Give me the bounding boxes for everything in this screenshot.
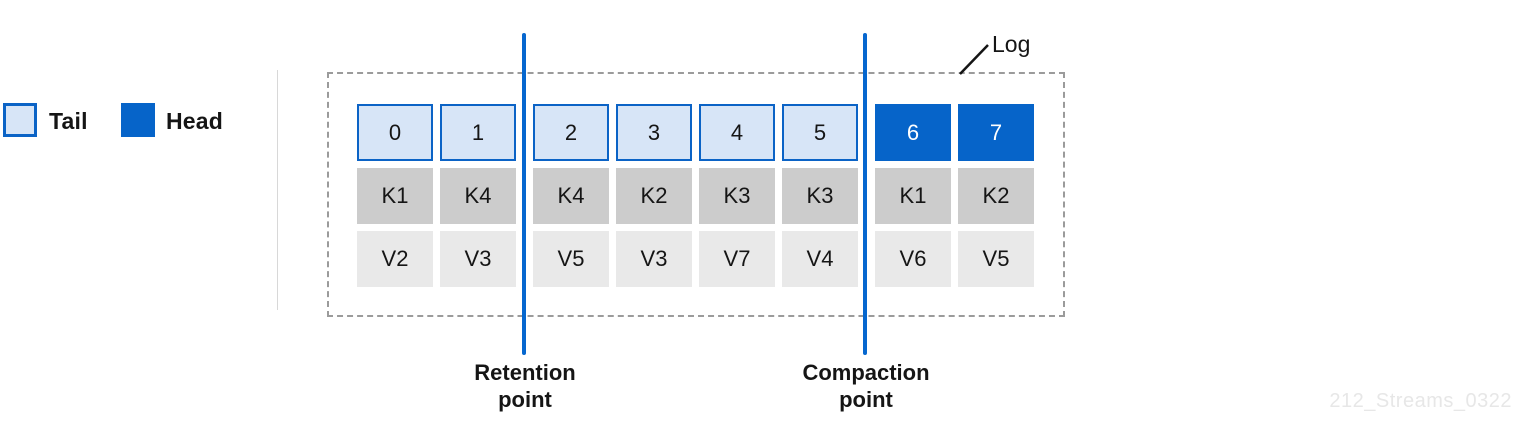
watermark-text: 212_Streams_0322 (1329, 390, 1512, 412)
log-record-column-0: 0 K1 V2 (357, 104, 433, 287)
key-cell: K2 (958, 168, 1034, 224)
legend-divider-line (277, 70, 278, 310)
offset-cell: 7 (958, 104, 1034, 161)
log-record-column-2: 2 K4 V5 (533, 104, 609, 287)
value-cell: V5 (958, 231, 1034, 287)
value-cell: V3 (616, 231, 692, 287)
tail-legend-label: Tail (49, 108, 88, 134)
key-cell: K3 (782, 168, 858, 224)
value-cell: V7 (699, 231, 775, 287)
value-cell: V6 (875, 231, 951, 287)
log-record-column-7: 7 K2 V5 (958, 104, 1034, 287)
log-record-column-4: 4 K3 V7 (699, 104, 775, 287)
offset-cell: 0 (357, 104, 433, 161)
offset-cell: 4 (699, 104, 775, 161)
retention-point-label: Retention point (474, 360, 576, 412)
offset-cell: 1 (440, 104, 516, 161)
value-cell: V5 (533, 231, 609, 287)
log-record-column-6: 6 K1 V6 (875, 104, 951, 287)
head-legend-label: Head (166, 108, 224, 134)
compaction-point-label: Compaction point (802, 360, 930, 412)
key-cell: K3 (699, 168, 775, 224)
value-cell: V2 (357, 231, 433, 287)
offset-cell: 6 (875, 104, 951, 161)
head-legend-swatch (121, 103, 155, 137)
key-cell: K1 (875, 168, 951, 224)
compaction-point-line (863, 33, 867, 355)
key-cell: K4 (533, 168, 609, 224)
log-record-column-5: 5 K3 V4 (782, 104, 858, 287)
log-record-column-3: 3 K2 V3 (616, 104, 692, 287)
log-boundary-box (327, 72, 1065, 317)
log-record-column-1: 1 K4 V3 (440, 104, 516, 287)
key-cell: K4 (440, 168, 516, 224)
offset-cell: 2 (533, 104, 609, 161)
offset-cell: 3 (616, 104, 692, 161)
key-cell: K2 (616, 168, 692, 224)
tail-legend-swatch (3, 103, 37, 137)
value-cell: V4 (782, 231, 858, 287)
key-cell: K1 (357, 168, 433, 224)
retention-point-line (522, 33, 526, 355)
offset-cell: 5 (782, 104, 858, 161)
log-label: Log (992, 31, 1031, 57)
log-callout-line (959, 44, 989, 75)
value-cell: V3 (440, 231, 516, 287)
